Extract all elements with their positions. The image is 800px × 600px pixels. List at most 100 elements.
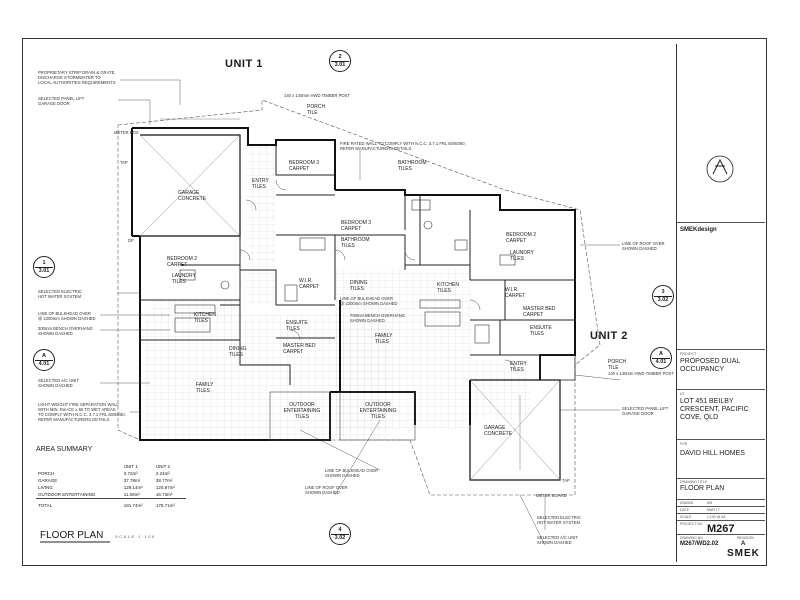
unit2-internal-walls xyxy=(335,195,575,356)
callout-hot-water-unit1: SELECTED ELECTRIC HOT WATER SYSTEM xyxy=(38,289,82,299)
callout-hot-water-unit2: SELECTED ELECTRIC HOT WATER SYSTEM xyxy=(537,515,581,525)
tag-tap-unit1: TAP xyxy=(120,160,128,165)
callout-timber-post-unit2: 140 x 140mm HWD TIMBER POST xyxy=(608,371,675,376)
area-summary-title: AREA SUMMARY xyxy=(36,446,93,453)
callout-fire-wall: FIRE RATED WALL TO COMPLY WITH N.C.C. 3.… xyxy=(340,141,466,151)
room-wir-unit2: W.I.R.CARPET xyxy=(505,287,526,299)
tag-tap-unit2: TAP xyxy=(562,478,570,483)
title-block: SMEKdesign PROJECT PROPOSED DUAL OCCUPAN… xyxy=(676,44,765,562)
outdoor-entertaining-2-outline xyxy=(339,391,416,441)
fixtures xyxy=(174,199,516,344)
unit1-internal-walls xyxy=(140,145,336,385)
scale-label-left: SCALE 1:100 xyxy=(115,534,156,539)
callout-ac-unit1: SELECTED A/C UNIT SHOWN DASHED xyxy=(38,378,79,388)
callout-roof-center: LINE OF ROOF OVER SHOWN DASHED xyxy=(305,485,348,495)
callout-timber-post-unit1: 140 x 140mm HWD TIMBER POST xyxy=(284,93,351,98)
company-name: SMEKdesign xyxy=(680,227,717,233)
tb-company: SMEKdesign xyxy=(677,222,765,272)
dimension-lines xyxy=(160,118,521,470)
door-swings xyxy=(239,179,516,371)
north-arrow-icon xyxy=(706,155,734,183)
garage-unit2-outline xyxy=(469,379,561,481)
client-name: DAVID HILL HOMES xyxy=(680,450,745,457)
project-name: PROPOSED DUAL OCCUPANCY xyxy=(680,358,741,373)
porch-unit2-outline xyxy=(539,354,576,381)
project-number: M267 xyxy=(707,523,735,535)
drawing-title-left: FLOOR PLAN xyxy=(40,530,104,541)
callout-stormwater: PROPRIETARY STRIP DRAIN & GRATE, DISCHAR… xyxy=(38,70,116,85)
drawing-title: FLOOR PLAN xyxy=(680,485,725,492)
callout-fire-separation: LIGHT WEIGHT FIRE SEPARATION WALL WITH M… xyxy=(38,402,126,422)
tb-project: PROJECT PROPOSED DUAL OCCUPANCY xyxy=(677,349,765,389)
project-address: LOT 451 BEILBY CRESCENT, PACIFIC COVE, Q… xyxy=(680,398,749,421)
outdoor-entertaining-1-outline xyxy=(269,391,331,441)
tag-meter-box: METER BOX xyxy=(114,130,139,135)
callout-panel-lift-unit2: SELECTED PANEL LIFT GARAGE DOOR xyxy=(622,406,669,416)
unit2-title: UNIT 2 xyxy=(590,330,628,342)
leader-lines xyxy=(100,79,621,546)
callout-bulkhead-unit1: LINE OF BULKHEAD OVER @ 2200mm SHOWN DAS… xyxy=(38,311,96,321)
callout-bulkhead-center: LINE OF BULKHEAD OVER SHOWN DASHED xyxy=(325,468,379,478)
company-logo: SMEK xyxy=(727,548,760,559)
room-wir-unit1: W.I.R.CARPET xyxy=(299,278,320,290)
tb-client: FOR DAVID HILL HOMES xyxy=(677,439,765,469)
callout-ac-unit2: SELECTED A/C UNIT SHOWN DASHED xyxy=(537,535,578,545)
callout-bench-mid: 700mm BENCH OVERHANG SHOWN DASHED xyxy=(350,313,405,323)
tag-meter-board: METER BOARD xyxy=(536,493,567,498)
tb-drawing-title: DRAWING TITLE FLOOR PLAN xyxy=(677,478,765,496)
tb-address: AT LOT 451 BEILBY CRESCENT, PACIFIC COVE… xyxy=(677,389,765,439)
tiled-area-unit2 xyxy=(335,270,470,430)
unit1-title: UNIT 1 xyxy=(225,58,263,70)
area-col-header: UNIT 2 xyxy=(155,464,170,469)
callout-bulkhead-mid: LINE OF BULKHEAD OVER @ 2200mm SHOWN DAS… xyxy=(340,296,398,306)
area-col-header: UNIT 1 xyxy=(123,464,138,469)
callout-roof-over-right: LINE OF ROOF OVER SHOWN DASHED xyxy=(622,241,665,251)
garage-unit1-outline xyxy=(139,134,241,237)
drawing-number: M267/WD2.02 xyxy=(680,541,719,547)
area-col-header xyxy=(36,463,122,470)
revision: A xyxy=(741,541,746,547)
callout-bench-unit1: 300mm BENCH OVERHANG SHOWN DASHED xyxy=(38,326,93,336)
tag-downpipe: DP xyxy=(128,238,134,243)
